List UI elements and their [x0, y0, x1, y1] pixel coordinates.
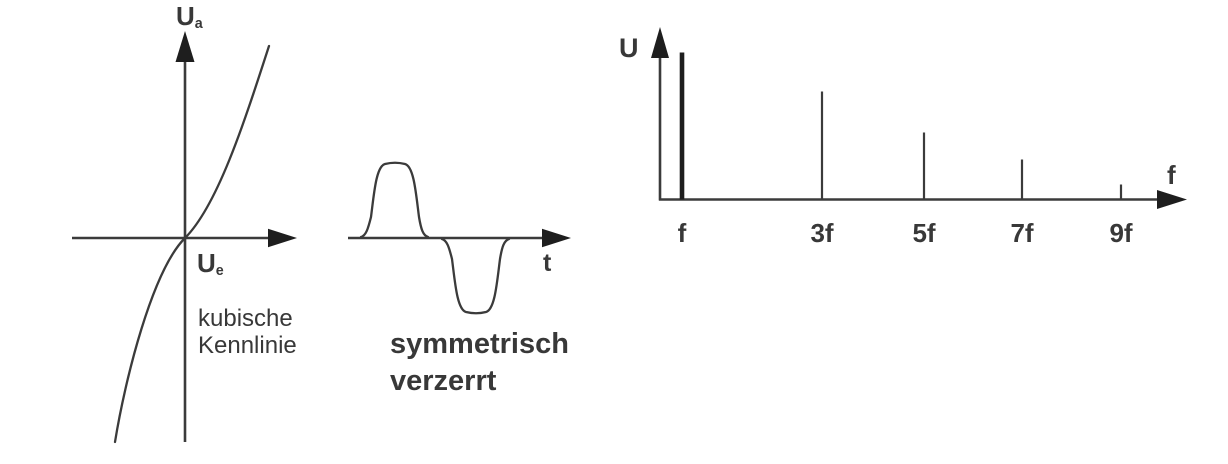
- time-axis-label: t: [543, 249, 552, 277]
- ue-axis-label: Ue: [197, 249, 224, 278]
- spectrum-tick-label-f: f: [677, 218, 687, 248]
- waveform-negative-halfwave: [440, 237, 511, 315]
- spectrum-tick-label-3f: 3f: [810, 218, 834, 248]
- spectrum-line-3f: [820, 91, 824, 200]
- spectrum-frequency-axis-label: f: [1167, 160, 1176, 190]
- spectrum-panel: [651, 27, 1187, 209]
- cubic-characteristic-curve: [113, 44, 271, 444]
- spectrum-line-5f: [922, 132, 926, 200]
- spectrum-line-f: [679, 52, 685, 200]
- transfer-curve-caption-line1: kubische: [198, 305, 293, 332]
- ua-axis-arrowhead-icon: [175, 31, 195, 62]
- waveform-caption-line1: symmetrisch: [390, 328, 569, 360]
- ue-axis-arrowhead-icon: [268, 228, 297, 248]
- ue-axis-label-subscript: e: [215, 262, 224, 279]
- f-axis-arrowhead-icon: [1157, 190, 1187, 209]
- time-axis-arrowhead-icon: [542, 228, 571, 248]
- waveform-caption-line2: verzerrt: [390, 365, 497, 397]
- spectrum-amplitude-axis-label: U: [619, 33, 639, 63]
- transfer-curve-caption-line2: Kennlinie: [198, 332, 297, 359]
- spectrum-lines-group: [679, 52, 1123, 200]
- waveform-caption: symmetrisch verzerrt: [390, 326, 569, 400]
- spectrum-line-7f: [1020, 159, 1024, 200]
- transfer-curve-caption: kubische Kennlinie: [198, 305, 297, 359]
- ue-axis-label-main: U: [197, 248, 216, 278]
- ua-axis-label: Ua: [176, 2, 203, 31]
- spectrum-line-9f: [1119, 184, 1123, 200]
- waveform-panel: [348, 161, 571, 315]
- transfer-curve-panel: [72, 31, 297, 444]
- u-axis-arrowhead-icon: [651, 27, 669, 58]
- waveform-positive-halfwave: [359, 161, 430, 239]
- spectrum-tick-label-5f: 5f: [912, 218, 936, 248]
- ua-axis-label-main: U: [176, 1, 195, 31]
- spectrum-tick-label-9f: 9f: [1109, 218, 1133, 248]
- ua-axis-label-subscript: a: [194, 15, 203, 32]
- spectrum-tick-label-7f: 7f: [1010, 218, 1034, 248]
